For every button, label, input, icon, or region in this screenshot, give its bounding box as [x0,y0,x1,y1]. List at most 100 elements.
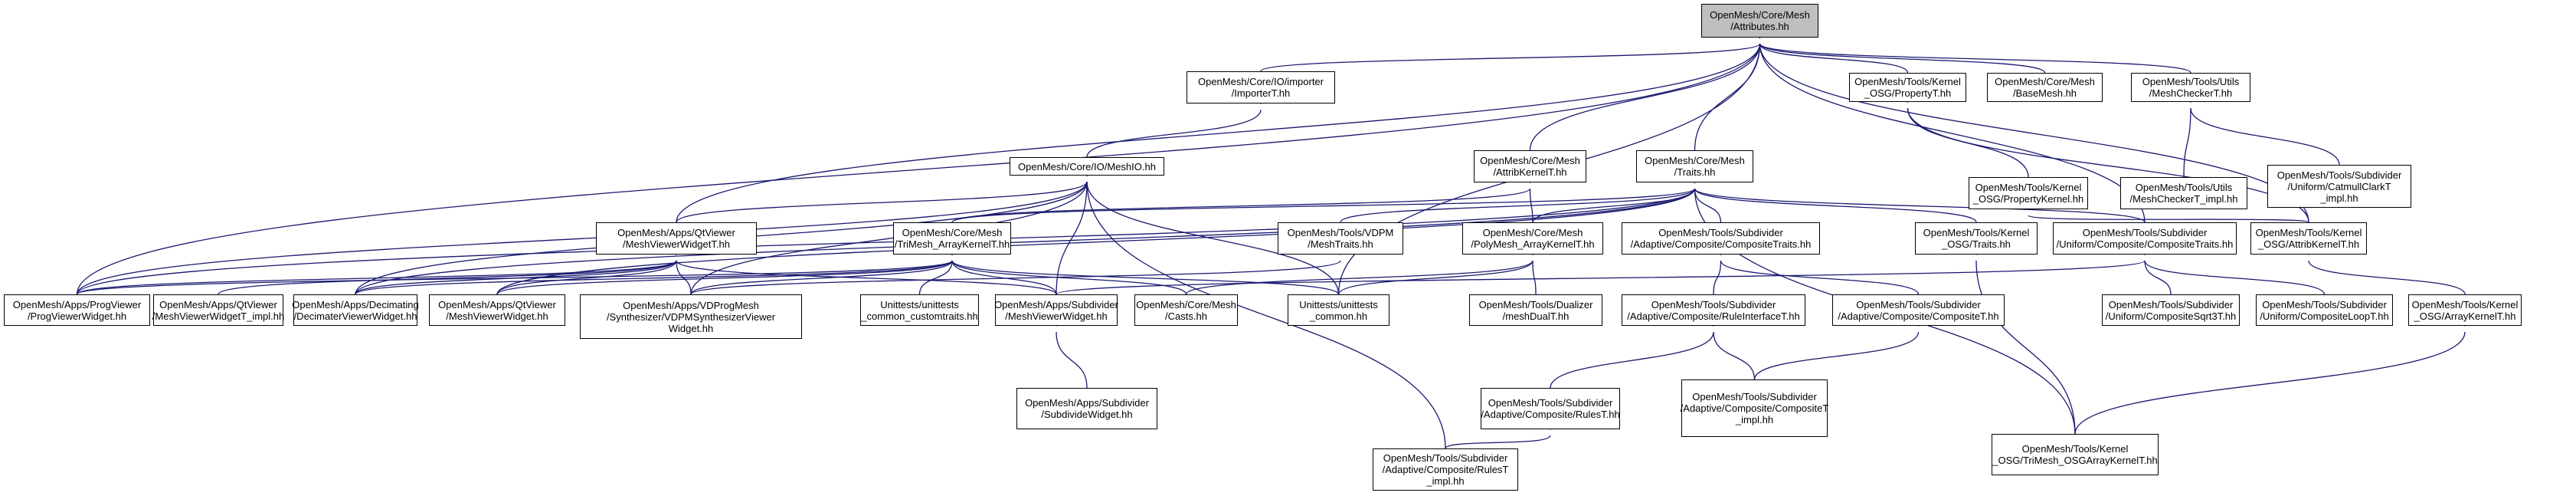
edge-line [1340,188,1696,223]
node-composite-t-impl[interactable]: OpenMesh/Tools/Subdivider /Adaptive/Comp… [1681,379,1828,437]
edge-line [1529,188,1533,223]
edge-line [2190,107,2340,166]
edge-compositeT_impl-to-adaptive_compositeT [1753,317,1923,380]
node-meshio[interactable]: OpenMesh/Core/IO/MeshIO.hh [1010,157,1164,176]
edge-line [1056,260,2146,295]
node-unittests-customtraits[interactable]: Unittests/unittests _common_customtraits… [860,294,979,326]
node-unittests-common[interactable]: Unittests/unittests _common.hh [1288,294,1389,326]
node-attribkernel-t[interactable]: OpenMesh/Core/Mesh /AttribKernelT.hh [1474,150,1586,182]
node-polymesh-arraykernel-t[interactable]: OpenMesh/Core/Mesh /PolyMesh_ArrayKernel… [1462,222,1603,255]
edge-subdividewidget-to-subdiv_meshviewerwidget [1052,317,1088,389]
edge-line [1185,260,1533,295]
node-property-kernel[interactable]: OpenMesh/Tools/Kernel _OSG/PropertyKerne… [1969,177,2088,209]
edge-line [218,260,677,295]
edge-line [76,260,677,295]
node-subdividewidget[interactable]: OpenMesh/Apps/Subdivider /SubdivideWidge… [1016,388,1157,429]
node-casts[interactable]: OpenMesh/Core/Mesh /Casts.hh [1134,294,1238,326]
edge-line [1086,181,1446,449]
edge-line [2183,107,2191,178]
node-adaptive-composite-t[interactable]: OpenMesh/Tools/Subdivider /Adaptive/Comp… [1832,294,2005,326]
edge-line [1694,188,2146,223]
edge-line [2028,215,2309,223]
edge-line [1975,260,2076,435]
node-vdpm-meshtraits[interactable]: OpenMesh/Tools/VDPM /MeshTraits.hh [1278,222,1403,255]
edge-line [496,260,953,295]
edge-line [1529,43,1761,151]
node-meshchecker-t[interactable]: OpenMesh/Tools/Utils /MeshCheckerT.hh [2131,73,2250,102]
node-rules-t-impl[interactable]: OpenMesh/Tools/Subdivider /Adaptive/Comp… [1373,448,1518,491]
edge-line [355,260,953,295]
edge-meshviewerwidgetT-to-attributes [676,29,1764,223]
edge-line [76,188,1696,295]
node-composite-loop-t[interactable]: OpenMesh/Tools/Subdivider /Uniform/Compo… [2256,294,2393,326]
edge-line [2074,331,2466,435]
edge-line [676,43,1761,223]
node-meshdual-t[interactable]: OpenMesh/Tools/Dualizer /meshDualT.hh [1469,294,1602,326]
edge-line [1260,43,1761,72]
edge-line [1753,331,1920,380]
edge-line [1694,188,1722,223]
node-kernel-osg-arraykernel-t[interactable]: OpenMesh/Tools/Kernel _OSG/ArrayKernelT.… [2408,294,2522,326]
node-adaptive-compositetraits[interactable]: OpenMesh/Tools/Subdivider /Adaptive/Comp… [1622,222,1820,255]
node-meshchecker-t-impl[interactable]: OpenMesh/Tools/Utils /MeshCheckerT_impl.… [2120,177,2247,209]
edge-propertykernel-to-propertyT [1903,94,2029,178]
edge-line [1713,260,1722,295]
edge-line [690,181,1088,295]
edge-line [1337,260,1533,295]
edge-line [1086,109,1262,158]
node-rules-t[interactable]: OpenMesh/Tools/Subdivider /Adaptive/Comp… [1481,388,1620,429]
edge-trimesh_osgarraykernel-to-osg_arraykernelT [2074,317,2469,435]
node-kernel-osg-traits[interactable]: OpenMesh/Tools/Kernel _OSG/Traits.hh [1915,222,2038,255]
edge-trimesh_arraykernel-to-attribkernelT [951,174,1534,223]
node-uniform-compositetraits[interactable]: OpenMesh/Tools/Subdivider /Uniform/Compo… [2053,222,2237,255]
node-traits[interactable]: OpenMesh/Core/Mesh /Traits.hh [1636,150,1753,182]
node-meshviewerwidget-t[interactable]: OpenMesh/Apps/QtViewer /MeshViewerWidget… [596,222,757,255]
edge-line [1713,331,1756,380]
edge-trimesh_osgarraykernel-to-osg_traits [1972,246,2076,435]
node-subdivider-meshviewerwidget[interactable]: OpenMesh/Apps/Subdivider /MeshViewerWidg… [994,294,1118,326]
node-importer-t[interactable]: OpenMesh/Core/IO/importer /ImporterT.hh [1187,71,1335,103]
node-progviewerwidget[interactable]: OpenMesh/Apps/ProgViewer /ProgViewerWidg… [4,294,150,326]
edge-compositeT_impl-to-ruleinterfaceT [1710,317,1756,380]
node-trimesh-osgarraykernel-t[interactable]: OpenMesh/Tools/Kernel _OSG/TriMesh_OSGAr… [1992,434,2159,475]
edge-line [690,260,953,295]
edge-line [918,260,953,295]
edge-line [1445,435,1551,449]
edge-line [2144,260,2326,295]
edge-line [951,260,1340,295]
node-attributes[interactable]: OpenMesh/Core/Mesh /Attributes.hh [1701,4,1818,38]
node-ruleinterface-t[interactable]: OpenMesh/Tools/Subdivider /Adaptive/Comp… [1622,294,1805,326]
edge-line [676,181,1088,223]
edge-line [1759,43,2046,74]
edge-line [2144,260,2172,295]
node-basemesh[interactable]: OpenMesh/Core/Mesh /BaseMesh.hh [1987,73,2103,102]
node-catmullclark-t-impl[interactable]: OpenMesh/Tools/Subdivider /Uniform/Catmu… [2267,165,2411,208]
node-decimaterviewerwidget[interactable]: OpenMesh/Apps/Decimating /DecimaterViewe… [292,294,419,326]
edge-traits-to-attributes [1694,29,1764,151]
edge-line [951,188,1696,223]
edge-rulesT-to-ruleinterfaceT [1550,317,1717,389]
edge-catmullclark_impl-to-meshcheckerT [2187,94,2340,166]
node-kernel-osg-attribkernel-t[interactable]: OpenMesh/Tools/Kernel _OSG/AttribKernelT… [2250,222,2367,255]
edge-line [676,260,1057,295]
node-trimesh-arraykernel-t[interactable]: OpenMesh/Core/Mesh /TriMesh_ArrayKernelT… [893,222,1011,255]
node-qtviewer-meshviewerwidget[interactable]: OpenMesh/Apps/QtViewer /MeshViewerWidget… [429,294,565,326]
edge-line [1532,260,1537,295]
node-composite-sqrt3-t[interactable]: OpenMesh/Tools/Subdivider /Uniform/Compo… [2102,294,2240,326]
edge-line [76,260,953,295]
edge-vdpmsynth-to-vdpm_meshtraits [690,246,1344,295]
edge-line [676,260,692,295]
node-property-t[interactable]: OpenMesh/Tools/Kernel _OSG/PropertyT.hh [1849,73,1966,102]
edge-line [76,181,1088,295]
edge-osg_attribkernelT-to-propertyT [1903,94,2309,223]
edge-line [1759,43,1909,74]
edge-line [1759,43,2191,74]
node-meshviewerwidget-t-impl[interactable]: OpenMesh/Apps/QtViewer /MeshViewerWidget… [152,294,284,326]
edge-line [1056,181,1088,295]
edge-importerT-to-attributes [1260,29,1764,72]
edge-meshcheckerT-to-attributes [1756,29,2191,74]
edge-line [496,260,677,295]
edge-line [690,260,1341,295]
node-vdpm-synthesizer-viewer-widget[interactable]: OpenMesh/Apps/VDProgMesh /Synthesizer/VD… [580,294,802,339]
edge-line [1694,188,1977,223]
